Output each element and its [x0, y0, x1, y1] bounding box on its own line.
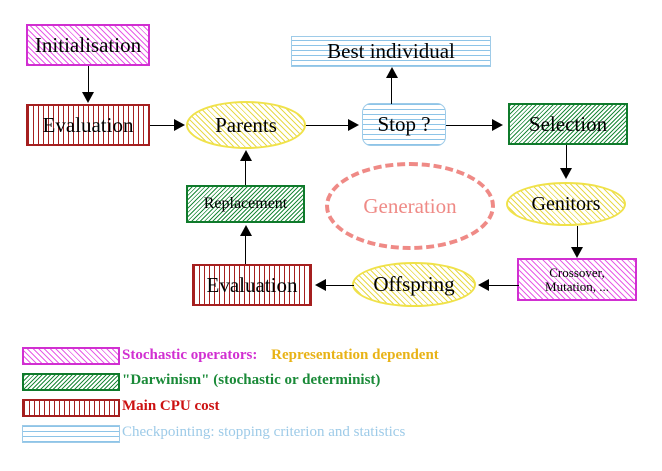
edge-evaluation-to-replacement	[245, 236, 246, 264]
legend-text-representation: Representation dependent	[271, 347, 439, 363]
arrowhead-parents-to-stop	[348, 119, 359, 131]
node-crossover-mutation[interactable]: Crossover, Mutation, ...	[517, 258, 637, 301]
legend-label-checkpointing: Checkpointing: stopping criterion and st…	[122, 424, 406, 440]
edge-crossover-to-offspring	[489, 285, 519, 286]
node-parents[interactable]: Parents	[186, 101, 306, 149]
legend-label-main-cpu-cost: Main CPU cost	[122, 398, 220, 414]
arrowhead-genitors-to-crossover	[571, 247, 583, 258]
edge-stop-to-selection	[446, 125, 494, 126]
legend-label-stochastic-operators: Stochastic operators: Representation dep…	[122, 347, 439, 364]
node-selection-label: Selection	[528, 111, 608, 136]
node-replacement[interactable]: Replacement	[186, 185, 305, 223]
node-evaluation-top-label: Evaluation	[42, 112, 134, 137]
edge-initialisation-to-evaluation	[88, 66, 89, 94]
arrowhead-evaluation-to-replacement	[240, 225, 252, 236]
edge-selection-to-genitors	[566, 145, 567, 170]
legend-text-stochastic: Stochastic operators:	[122, 347, 258, 363]
legend-swatch-green	[22, 373, 120, 391]
legend-swatch-red	[22, 399, 120, 417]
node-selection[interactable]: Selection	[508, 103, 628, 145]
node-initialisation[interactable]: Initialisation	[26, 24, 150, 66]
edge-genitors-to-crossover	[577, 226, 578, 249]
node-offspring-label: Offspring	[373, 272, 455, 297]
node-stop-label: Stop ?	[377, 112, 431, 137]
edge-evaluation-to-parents	[150, 125, 176, 126]
node-initialisation-label: Initialisation	[34, 32, 142, 57]
node-best-individual[interactable]: Best individual	[291, 36, 491, 67]
node-offspring[interactable]: Offspring	[352, 262, 476, 307]
node-stop[interactable]: Stop ?	[362, 103, 446, 146]
legend-label-darwinism: "Darwinism" (stochastic or determinist)	[122, 372, 381, 388]
edge-replacement-to-parents	[245, 161, 246, 185]
arrowhead-stop-to-selection	[492, 119, 503, 131]
arrowhead-selection-to-genitors	[560, 168, 572, 179]
node-generation-label: Generation	[363, 193, 457, 218]
node-evaluation-bottom[interactable]: Evaluation	[192, 264, 312, 306]
node-genitors[interactable]: Genitors	[506, 182, 626, 226]
arrowhead-crossover-to-offspring	[478, 279, 489, 291]
edge-offspring-to-evaluation	[326, 285, 354, 286]
node-crossover-label-line2: Mutation, ...	[545, 278, 609, 294]
node-generation-boundary: Generation	[325, 162, 495, 250]
legend-swatch-blue	[22, 425, 120, 443]
node-best-individual-label: Best individual	[327, 39, 455, 64]
arrowhead-evaluation-to-parents	[174, 119, 185, 131]
node-replacement-label: Replacement	[203, 194, 288, 212]
node-genitors-label: Genitors	[531, 192, 601, 215]
arrowhead-replacement-to-parents	[240, 150, 252, 161]
edge-parents-to-stop	[306, 125, 350, 126]
node-parents-label: Parents	[215, 112, 277, 137]
node-crossover-label-line1: Crossover,	[549, 264, 605, 280]
legend-swatch-magenta	[22, 347, 120, 365]
arrowhead-initialisation-to-evaluation	[82, 92, 94, 103]
arrowhead-offspring-to-evaluation	[315, 279, 326, 291]
arrowhead-stop-to-best-individual	[386, 67, 398, 78]
edge-stop-to-best-individual	[391, 78, 392, 104]
node-evaluation-bottom-label: Evaluation	[206, 272, 298, 297]
node-evaluation-top[interactable]: Evaluation	[26, 104, 150, 146]
